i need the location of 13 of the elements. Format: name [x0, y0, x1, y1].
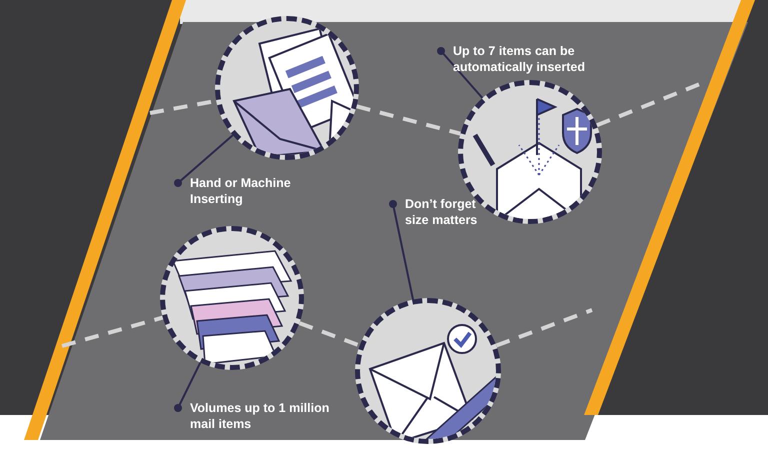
dashed-path — [61, 316, 164, 348]
callout-text: Volumes up to 1 million mail items — [190, 400, 330, 432]
leader-line — [437, 47, 484, 99]
callout-text: Up to 7 items can be automatically inserted — [453, 43, 586, 75]
callout-text: Don’t forget size matters — [405, 196, 478, 228]
dashed-path — [596, 82, 701, 128]
dashed-path — [356, 104, 461, 136]
dashed-path — [298, 321, 360, 348]
dashed-path — [496, 308, 593, 348]
leader-line — [174, 134, 234, 187]
callout-text: Hand or Machine Inserting — [190, 175, 292, 207]
leader-line — [174, 362, 202, 412]
leader-line — [389, 200, 414, 300]
